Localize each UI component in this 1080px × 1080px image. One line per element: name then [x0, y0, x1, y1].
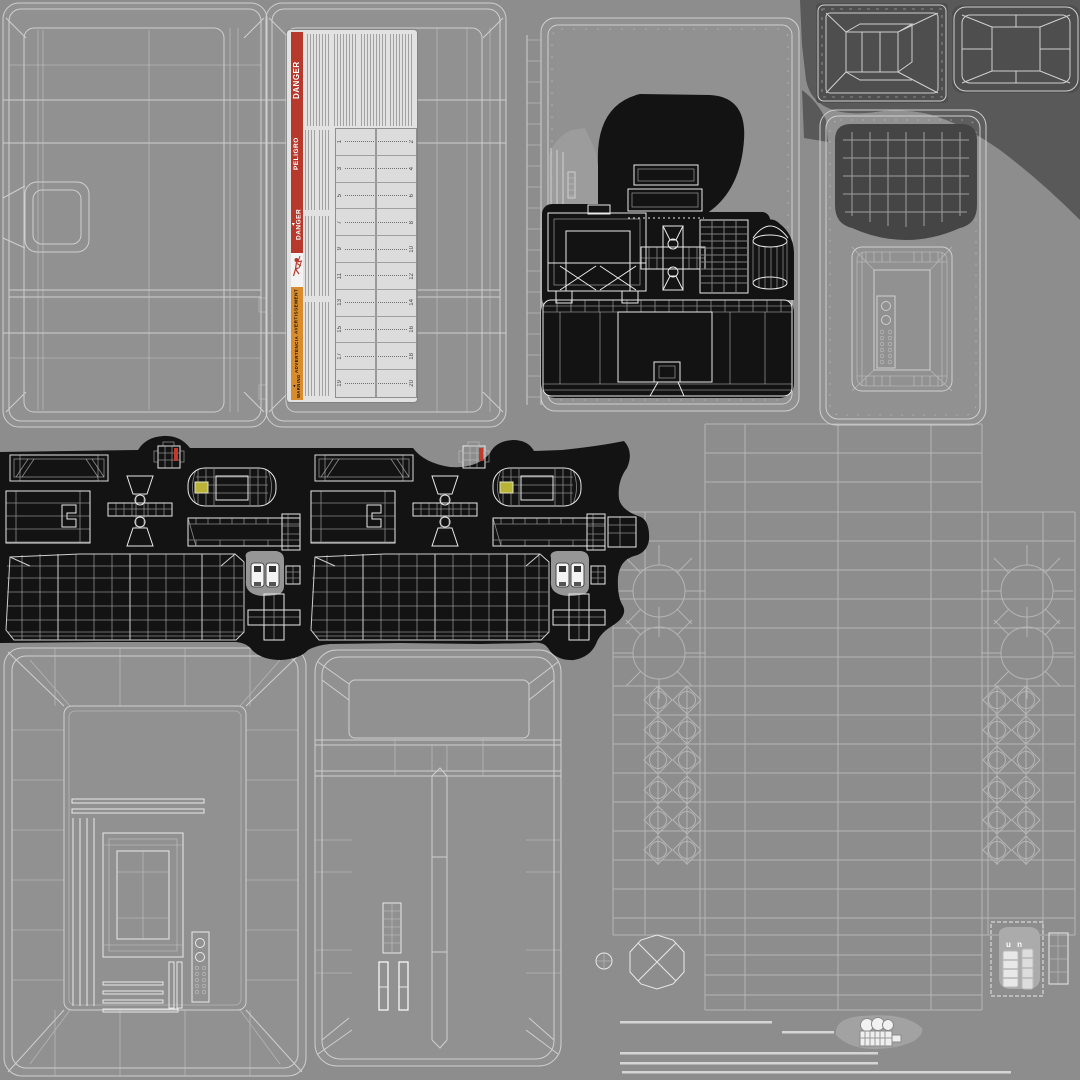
- bottom-bar-wires: [542, 299, 793, 397]
- danger-text-en: DANGER: [292, 61, 301, 99]
- uv-island-small-box-a: [816, 3, 948, 103]
- danger-stripe-red: [291, 32, 303, 253]
- seam-line: [782, 1031, 834, 1034]
- circuit-number-right: 12: [409, 272, 415, 280]
- warning-label-stripe: DANGER PELIGRO ▲ DANGER AVERTISSEMENT AD…: [290, 32, 303, 400]
- highlight-wedge: [549, 128, 614, 212]
- label-fine-print: [319, 130, 331, 210]
- breaker-module-wires: [547, 204, 647, 304]
- circuit-number-right: 20: [409, 380, 415, 387]
- warning-text: ▲ WARNING: [291, 374, 301, 398]
- un-marking-label: u n: [990, 921, 1044, 997]
- advertencia-text: ADVERTENCIA: [293, 335, 299, 373]
- uv-island-enclosure-top: [2, 2, 268, 428]
- shock-hazard-icon: [292, 255, 303, 277]
- uv-strip-black-parts: [0, 435, 650, 661]
- circuit-number-right: 8: [409, 220, 415, 224]
- cylinder-wires: [752, 225, 789, 290]
- danger-text-es: PELIGRO: [292, 137, 300, 171]
- seam-line: [620, 1052, 878, 1055]
- circuit-number-right: 2: [409, 140, 415, 144]
- label-fine-print: [319, 302, 331, 396]
- circuit-number-right: 6: [409, 193, 415, 198]
- danger-text-fr: ▲ DANGER: [290, 208, 303, 240]
- uv-island-box-unfold: [612, 423, 1076, 1011]
- label-fine-print: [319, 216, 331, 296]
- latch-strip: [876, 295, 896, 369]
- circuit-number-left: 17: [337, 352, 343, 360]
- avertissement-text: AVERTISSEMENT: [293, 288, 299, 334]
- uv-island-cover-plate: [540, 17, 800, 412]
- seam-line: [620, 1062, 878, 1065]
- label-fine-print: [361, 34, 387, 126]
- circuit-number-left: 5: [337, 193, 343, 198]
- circuit-number-left: 7: [337, 220, 343, 224]
- uv-island-enclosure-front: [265, 2, 542, 428]
- label-fine-print: [305, 130, 317, 210]
- uv-island-small-box-b: [952, 5, 1080, 93]
- vent-grid: [699, 219, 749, 294]
- warning-stripe-orange: [291, 287, 303, 400]
- small-grid-chip: [1048, 932, 1069, 985]
- circuit-number-right: 18: [409, 352, 415, 360]
- label-fine-print: [305, 216, 317, 296]
- circuit-number-left: 3: [337, 167, 343, 171]
- circuit-number-left: 9: [337, 247, 343, 251]
- uv-island-door-front: [819, 109, 987, 426]
- label-fine-print: [390, 34, 414, 126]
- circuit-row: 9 10: [336, 236, 416, 263]
- circuit-row: 11 12: [336, 262, 416, 290]
- uv-island-door-inner: [314, 649, 562, 1067]
- circuit-number-right: 10: [409, 245, 415, 253]
- circuit-row: 13 14: [336, 289, 416, 317]
- door-back-details: [71, 798, 210, 1013]
- label-fine-print: [334, 34, 358, 126]
- circuit-number-left: 15: [337, 326, 343, 333]
- uv-island-door-back: [3, 647, 307, 1077]
- circuit-number-left: 11: [337, 272, 343, 279]
- label-fine-print: [307, 34, 331, 126]
- circuit-number-right: 4: [409, 167, 415, 171]
- seam-line: [622, 1071, 1011, 1074]
- circuit-number-right: 14: [409, 299, 415, 307]
- label-fine-print: [305, 302, 317, 396]
- circuit-number-right: 16: [409, 326, 415, 333]
- un-marking-text: u n: [1006, 940, 1024, 949]
- seam-line: [620, 1021, 772, 1024]
- warning-label: DANGER PELIGRO ▲ DANGER AVERTISSEMENT AD…: [287, 30, 417, 402]
- uv-misc-bottom: u n: [595, 921, 1069, 1074]
- large-knockout-disc: [629, 934, 685, 990]
- cross-bracket-wires: [640, 225, 706, 291]
- camera-marking: [835, 1015, 923, 1049]
- circuit-number-left: 13: [337, 299, 343, 307]
- circuit-number-left: 19: [337, 380, 343, 387]
- circuit-number-left: 1: [337, 140, 343, 144]
- terminal-rect: [633, 164, 699, 186]
- film-reel-icon: [882, 1019, 894, 1031]
- hazard-icon-cell: [291, 253, 303, 287]
